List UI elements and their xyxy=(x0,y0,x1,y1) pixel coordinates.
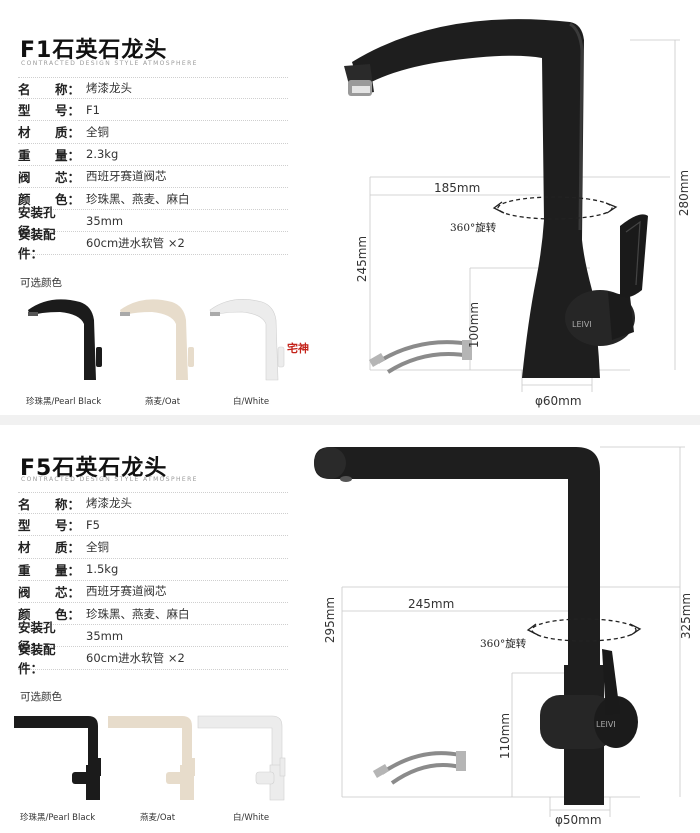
spec-row: 安装孔径：35mm xyxy=(18,620,288,654)
f1-faucet-drawing: LEIVI xyxy=(344,19,680,392)
dim-height-spout: 245mm xyxy=(355,235,369,283)
spec-row: 颜色：珍珠黑、燕麦、麻白 xyxy=(18,603,288,626)
dim-height-handle: 110mm xyxy=(498,712,512,760)
spec-row: 安装配件：60cm进水软管 ×2 xyxy=(18,227,288,261)
swatch-white-faucet xyxy=(197,715,286,801)
swatch-caption: 燕麦/Oat xyxy=(145,397,181,407)
dim-height-total: 280mm xyxy=(677,169,691,217)
swatch-oat-faucet xyxy=(108,716,195,800)
watermark: 宅神 xyxy=(287,342,309,355)
brand-logo: LEIVI xyxy=(572,320,592,329)
product-subtitle: CONTRACTED DESIGN STYLE ATMOSPHERE xyxy=(21,476,198,483)
colors-title: 可选颜色 xyxy=(20,691,62,703)
spec-table: 名称：烤漆龙头 型号：F5 材质：全铜 重量：1.5kg 阀芯：西班牙赛道阀芯 … xyxy=(18,492,288,676)
spec-row: 安装孔径：35mm xyxy=(18,205,288,239)
brand-logo: LEIVI xyxy=(596,720,616,729)
product-section-f1: F1石英石龙头 CONTRACTED DESIGN STYLE ATMOSPHE… xyxy=(0,0,700,415)
spec-table: 名称：烤漆龙头 型号：F1 材质：全铜 重量：2.3kg 阀芯：西班牙赛道阀芯 … xyxy=(18,77,288,261)
rotation-label: 360°旋转 xyxy=(480,638,527,650)
swatch-pearl-black-faucet xyxy=(28,299,102,380)
swatch-pearl-black-faucet xyxy=(14,716,101,800)
rotation-label: 360°旋转 xyxy=(450,222,497,234)
product-title: F5石英石龙头 xyxy=(20,456,168,481)
swatch-caption: 白/White xyxy=(233,813,270,823)
colors-title: 可选颜色 xyxy=(20,277,62,289)
spec-row: 重量：1.5kg xyxy=(18,559,288,581)
spec-row: 安装配件：60cm进水软管 ×2 xyxy=(18,642,288,676)
spec-row: 型号：F5 xyxy=(18,514,288,537)
section-divider xyxy=(0,415,700,425)
dim-height-spout: 295mm xyxy=(323,596,337,644)
dim-base: φ60mm xyxy=(535,394,582,408)
product-title: F1石英石龙头 xyxy=(20,38,168,63)
swatch-caption: 燕麦/Oat xyxy=(140,813,176,823)
dim-width: 185mm xyxy=(434,181,481,195)
swatch-caption: 珍珠黑/Pearl Black xyxy=(26,397,102,407)
dim-height-handle: 100mm xyxy=(467,301,481,349)
dim-base: φ50mm xyxy=(555,813,602,827)
spec-row: 颜色：珍珠黑、燕麦、麻白 xyxy=(18,188,288,211)
spec-row: 名称：烤漆龙头 xyxy=(18,77,288,100)
product-subtitle: CONTRACTED DESIGN STYLE ATMOSPHERE xyxy=(21,60,198,67)
spec-row: 材质：全铜 xyxy=(18,121,288,144)
swatch-white-faucet xyxy=(209,299,285,381)
spec-row: 型号：F1 xyxy=(18,99,288,122)
swatch-oat-faucet xyxy=(120,299,194,380)
spec-row: 名称：烤漆龙头 xyxy=(18,492,288,515)
f5-faucet-drawing: LEIVI xyxy=(314,446,685,817)
spec-row: 阀芯：西班牙赛道阀芯 xyxy=(18,581,288,603)
dim-height-total: 325mm xyxy=(679,592,693,640)
spec-row: 重量：2.3kg xyxy=(18,144,288,166)
spec-row: 阀芯：西班牙赛道阀芯 xyxy=(18,166,288,188)
dim-width: 245mm xyxy=(408,597,455,611)
product-section-f5: F5石英石龙头 CONTRACTED DESIGN STYLE ATMOSPHE… xyxy=(0,425,700,833)
spec-row: 材质：全铜 xyxy=(18,536,288,559)
swatch-caption: 白/White xyxy=(233,397,270,407)
swatch-caption: 珍珠黑/Pearl Black xyxy=(20,813,96,823)
